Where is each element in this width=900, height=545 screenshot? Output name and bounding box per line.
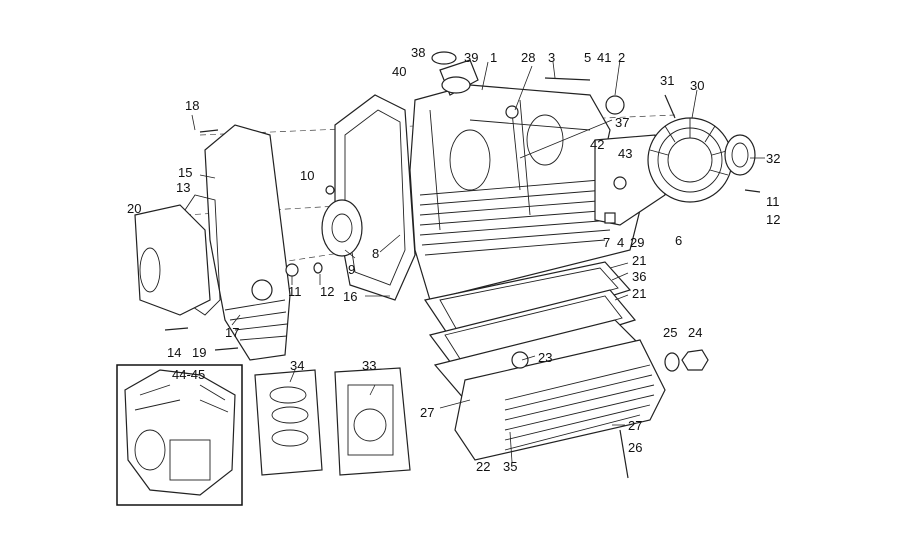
gasket-kit-bag-34 bbox=[254, 369, 323, 476]
callout-16: 16 bbox=[343, 289, 357, 304]
oil-pan bbox=[454, 339, 666, 461]
callout-26: 26 bbox=[628, 440, 642, 455]
breather-elbow bbox=[431, 51, 479, 96]
callout-34: 34 bbox=[290, 358, 304, 373]
callout-3: 3 bbox=[548, 50, 555, 65]
callout-29: 29 bbox=[630, 235, 644, 250]
callout-28: 28 bbox=[521, 50, 535, 65]
callout-44-45: 44-45 bbox=[172, 367, 205, 382]
callout-42: 42 bbox=[590, 137, 604, 152]
callout-30: 30 bbox=[690, 78, 704, 93]
cover-fins bbox=[649, 118, 731, 193]
callout-4: 4 bbox=[617, 235, 624, 250]
callout-39: 39 bbox=[464, 50, 478, 65]
callout-15: 15 bbox=[178, 165, 192, 180]
callout-21a: 21 bbox=[632, 253, 646, 268]
plug-2 bbox=[605, 95, 625, 115]
bearing-housing bbox=[321, 199, 363, 257]
cylinder-fins bbox=[419, 179, 613, 256]
callout-1: 1 bbox=[490, 50, 497, 65]
callout-32: 32 bbox=[766, 151, 780, 166]
side-gaskets bbox=[334, 94, 416, 301]
callout-6: 6 bbox=[675, 233, 682, 248]
callout-41: 41 bbox=[597, 50, 611, 65]
callout-12b: 12 bbox=[766, 212, 780, 227]
bell-housing bbox=[134, 204, 211, 316]
callout-18: 18 bbox=[185, 98, 199, 113]
callout-36: 36 bbox=[632, 269, 646, 284]
callout-23: 23 bbox=[538, 350, 552, 365]
callout-9: 9 bbox=[348, 262, 355, 277]
callout-24: 24 bbox=[688, 325, 702, 340]
pan-bolt bbox=[619, 429, 629, 479]
leader-lines bbox=[191, 59, 765, 463]
callout-12a: 12 bbox=[320, 284, 334, 299]
callout-22: 22 bbox=[476, 459, 490, 474]
callout-20: 20 bbox=[127, 201, 141, 216]
callout-8: 8 bbox=[372, 246, 379, 261]
callout-25: 25 bbox=[663, 325, 677, 340]
callout-43: 43 bbox=[618, 146, 632, 161]
callout-7: 7 bbox=[603, 235, 610, 250]
callout-5: 5 bbox=[584, 50, 591, 65]
inset-engine-view bbox=[116, 364, 243, 506]
callout-11b: 11 bbox=[766, 194, 780, 209]
callout-40: 40 bbox=[392, 64, 406, 79]
gasket-kit-bag-33 bbox=[334, 367, 411, 476]
small-fasteners bbox=[164, 129, 761, 351]
callout-19: 19 bbox=[192, 345, 206, 360]
stud-bolt bbox=[544, 77, 591, 81]
callout-31: 31 bbox=[660, 73, 674, 88]
callout-13: 13 bbox=[176, 180, 190, 195]
callout-37: 37 bbox=[615, 115, 629, 130]
front-cover-group bbox=[594, 94, 756, 226]
callout-10: 10 bbox=[300, 168, 314, 183]
callout-17: 17 bbox=[225, 325, 239, 340]
crankcase-block bbox=[409, 84, 641, 301]
callout-21b: 21 bbox=[632, 286, 646, 301]
rear-cover bbox=[204, 124, 291, 361]
callout-35: 35 bbox=[503, 459, 517, 474]
callout-labels: 1 2 3 4 5 6 7 8 9 10 11 11 12 12 13 14 1… bbox=[127, 45, 780, 474]
callout-27a: 27 bbox=[420, 405, 434, 420]
callout-2: 2 bbox=[618, 50, 625, 65]
drain-plug bbox=[664, 349, 709, 372]
callout-11a: 11 bbox=[288, 284, 302, 299]
callout-27b: 27 bbox=[628, 418, 642, 433]
callout-33: 33 bbox=[362, 358, 376, 373]
callout-14: 14 bbox=[167, 345, 181, 360]
callout-38: 38 bbox=[411, 45, 425, 60]
